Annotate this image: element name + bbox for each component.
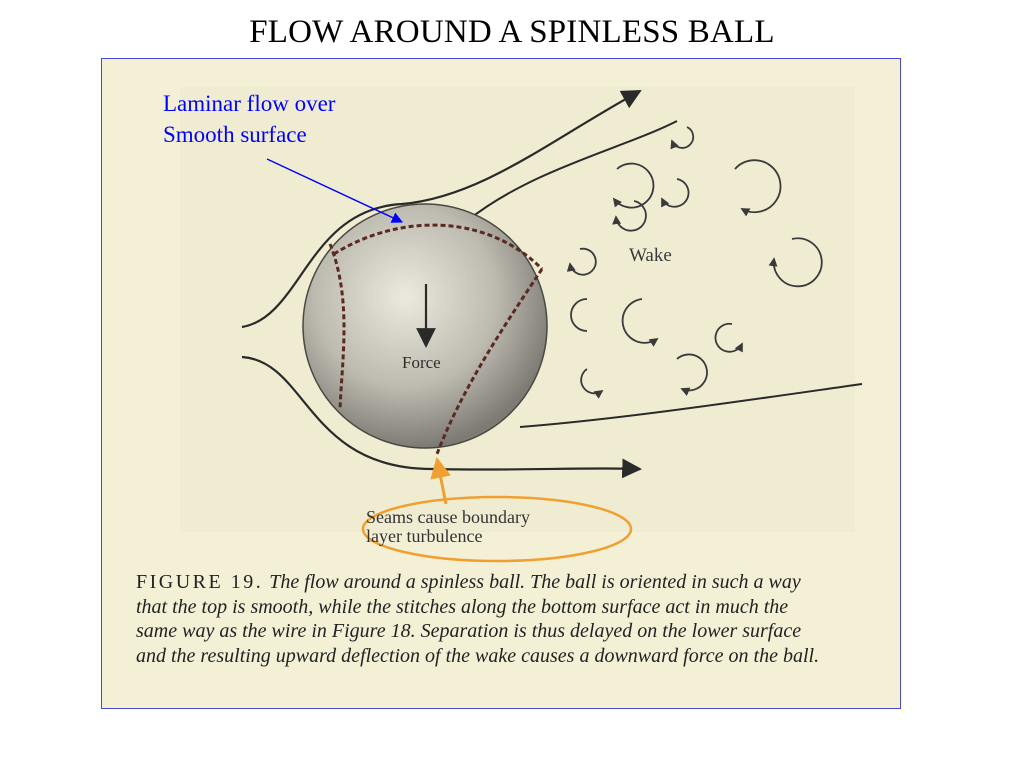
- eddy: [566, 247, 597, 276]
- flow-diagram: [102, 59, 900, 708]
- eddy: [734, 159, 782, 217]
- caption-line: FIGURE 19.The flow around a spinless bal…: [136, 570, 888, 595]
- force-label: Force: [402, 353, 441, 372]
- eddy: [670, 126, 695, 150]
- eddy: [676, 353, 708, 396]
- laminar-annotation-line: Smooth surface: [163, 122, 307, 147]
- seam-pointer-arrow: [430, 456, 452, 505]
- seam-annotation: Seams cause boundary layer turbulence: [366, 508, 530, 546]
- baseball: [302, 203, 548, 455]
- figure-frame: [101, 58, 901, 709]
- eddy: [714, 322, 743, 353]
- figure-caption: FIGURE 19.The flow around a spinless bal…: [136, 570, 888, 668]
- laminar-annotation-line: Laminar flow over: [163, 91, 336, 116]
- slide-title: FLOW AROUND A SPINLESS BALL: [249, 14, 775, 50]
- seam-annotation-line: layer turbulence: [366, 526, 483, 546]
- laminar-pointer-arrow: [266, 158, 404, 223]
- seam-top: [333, 223, 544, 271]
- eddy: [621, 298, 659, 347]
- caption-line: that the top is smooth, while the stitch…: [136, 595, 789, 618]
- wake-label: Wake: [629, 245, 672, 266]
- lower-streamline: [241, 355, 642, 479]
- eddy: [570, 298, 588, 332]
- figure-number: FIGURE 19.: [136, 571, 264, 593]
- seam-left: [328, 243, 346, 410]
- lower-separation-line: [519, 383, 863, 428]
- seam-annotation-line: Seams cause boundary: [366, 507, 530, 527]
- upper-separation-line: [466, 120, 678, 222]
- eddy: [768, 237, 823, 288]
- caption-text: The flow around a spinless ball. The bal…: [269, 571, 801, 593]
- eddy: [580, 368, 604, 399]
- caption-line: and the resulting upward deflection of t…: [136, 644, 820, 667]
- eddy: [661, 178, 690, 208]
- laminar-flow-annotation: Laminar flow over Smooth surface: [163, 88, 335, 150]
- eddy: [612, 162, 655, 209]
- seam-highlight-ellipse: [361, 495, 633, 563]
- wake-eddies: [566, 126, 823, 399]
- caption-line: same way as the wire in Figure 18. Separ…: [136, 620, 802, 642]
- seam-bottom: [435, 268, 544, 455]
- upper-streamline: [241, 90, 642, 329]
